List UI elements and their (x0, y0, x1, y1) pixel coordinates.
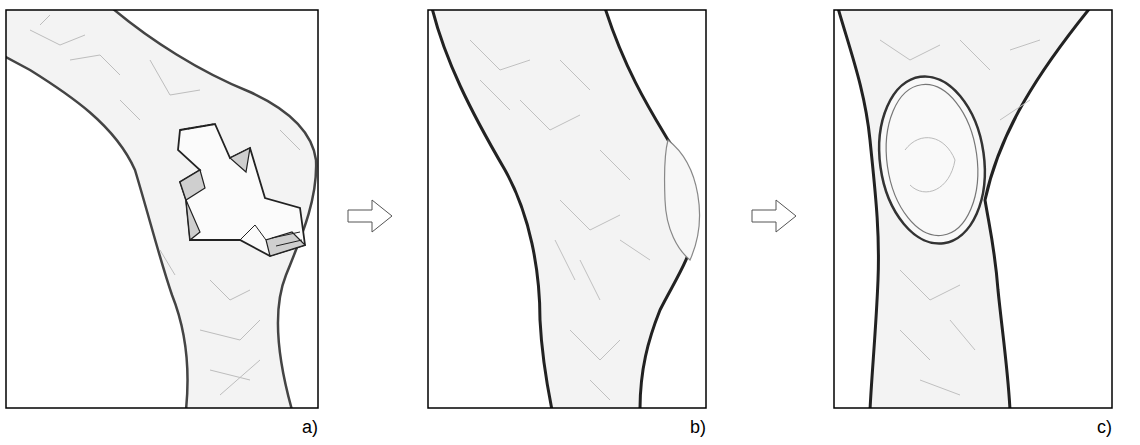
panel-label: c) (1097, 418, 1112, 438)
smoothed-limb (432, 10, 699, 408)
process-arrow (348, 200, 392, 232)
mesh-with-hole (6, 10, 316, 408)
panel-label: a) (302, 418, 318, 438)
panel-label: b) (690, 418, 706, 438)
limb-with-outline (838, 10, 1090, 408)
process-arrow (752, 200, 796, 232)
